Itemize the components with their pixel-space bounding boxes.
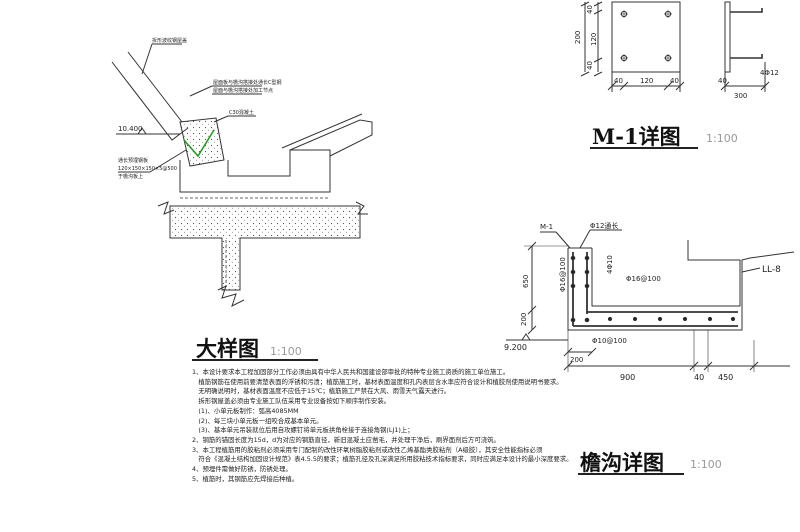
yangou-phi16-h-label: Φ16@100 (626, 275, 661, 283)
c30-text: C30混凝土 (229, 109, 254, 116)
yangou-dim-450: 450 (718, 373, 733, 382)
m1-side-plate (724, 1, 731, 73)
note-line: 5、植筋时，其钢筋应先焊接后种植。 (192, 474, 299, 483)
mid-callout-text-2: 屋面与檐沟搭接处加工节点 (213, 87, 273, 94)
note-line: (2)、每三块小单元板一组咬合成基本单元。 (192, 416, 323, 425)
yangou-dim-200h: 200 (570, 356, 583, 364)
break-line-right (355, 201, 368, 215)
m1-dim-bottom-40a: 40 (614, 77, 623, 85)
dayang-title: 大样图 (196, 336, 259, 361)
left-callout-text-1: 通长预埋钢板 (118, 157, 148, 164)
yangou-phi12-label: Φ12通长 (590, 221, 618, 230)
note-line: (3)、基本单元吊装就位后用自攻螺钉将单元板拱角栓接于连接角钢(LJ1)上； (192, 426, 414, 435)
left-callout-text-3: 于檐沟板上 (118, 173, 143, 180)
m1-detail (580, 1, 770, 92)
m1-title: M-1详图 (592, 124, 681, 149)
m1-dim-left-40b: 40 (586, 61, 594, 70)
m1-dim-right-300: 300 (734, 92, 747, 100)
note-line: 符合《混凝土结构加固设计规范》表4.5.5的要求；植筋孔径及孔深满足所用胶粘技术… (192, 455, 573, 464)
note-line: 4、预埋件需做好防锈，防锈处理。 (192, 465, 292, 474)
m1-dim-left-40a: 40 (586, 5, 594, 14)
m1-dim-right-40: 40 (718, 77, 727, 85)
m1-dim-4phi12: 4Φ12 (760, 69, 779, 77)
m1-scale: 1:100 (706, 132, 738, 145)
yangou-4phi10-label: 4Φ10 (606, 255, 614, 274)
mid-callout-text-1: 屋面板与檐沟搭接处通长C型钢 (213, 79, 282, 86)
m1-plate (611, 1, 681, 73)
yangou-phi16-v-label: Φ16@100 (559, 257, 567, 292)
leader-left (149, 149, 187, 173)
dayang-scale: 1:100 (270, 345, 302, 358)
gutter-inner (591, 240, 741, 307)
yangou-title: 檐沟详图 (580, 450, 664, 475)
leader-mid (189, 85, 213, 97)
yangou-elev-label: 9.200 (504, 343, 527, 352)
gutter-outline (567, 248, 795, 331)
m1-dim-200: 200 (574, 31, 582, 44)
note-line: 1、本设计要求本工程加固部分工作必须由具有中华人民共和国建设部审批的特种专业施工… (192, 368, 510, 376)
top-callout-text: 拆形波纹钢屋盖 (152, 37, 187, 44)
yangou-dim-650: 650 (522, 275, 530, 288)
note-line: 植筋钢筋在使用前要清楚表面的浮锈和污渍；植筋施工时，基材表面温度和孔内表层含水率… (192, 377, 563, 386)
c30-concrete-block (179, 117, 225, 167)
yangou-texts: M-1 Φ12通长 Φ16@100 4Φ10 Φ16@100 Φ10@100 L… (504, 221, 781, 382)
yangou-dim-200v: 200 (520, 313, 528, 326)
gutter-trough (179, 149, 331, 193)
m1-texts: 200 40 120 40 40 120 40 40 300 4Φ12 (574, 5, 779, 100)
elevation-text: 10.400 (118, 125, 143, 133)
yangou-dim-40: 40 (694, 373, 704, 382)
m1-anchor-bar-1 (730, 8, 763, 13)
yangou-dim-900: 900 (620, 373, 635, 382)
yangou-ll8-label: LL-8 (762, 265, 781, 275)
m1-anchor-bar-2 (730, 54, 763, 59)
note-line: 3、本工程植筋用的胶粘剂必须采用专门配制的改性环氧树脂胶粘剂或改性乙烯基酯类胶粘… (192, 445, 543, 454)
dayang-texts: 拆形波纹钢屋盖 屋面板与檐沟搭接处通长C型钢 屋面与檐沟搭接处加工节点 C30混… (118, 37, 282, 180)
weld-detail (183, 129, 215, 158)
leader-top (141, 43, 153, 75)
dayang-detail (111, 43, 373, 307)
yangou-scale: 1:100 (690, 458, 722, 471)
note-line: (1)、小单元板制作：弧高4085MM (192, 406, 299, 415)
note-line: 2、钢筋的锚固长度为15d，d为对应的钢筋直径，新旧混凝土应凿毛，并处理干净后，… (192, 435, 500, 444)
m1-dim-left-120: 120 (590, 33, 598, 46)
lower-beam (169, 205, 361, 291)
elevation-mark (137, 127, 147, 135)
yangou-detail (506, 229, 795, 372)
yangou-m1-label: M-1 (540, 223, 553, 231)
right-parapet (289, 119, 373, 157)
m1-dim-bottom-120: 120 (640, 77, 653, 85)
break-line-left (157, 201, 175, 215)
note-line: 拆形钢屋盖必须由专业施工队伍采用专业设备按如下顺序制作安装。 (192, 397, 391, 406)
m1-dim-bottom-40b: 40 (670, 77, 679, 85)
left-callout-text-2: 120×150×150×5@500 (118, 166, 177, 172)
break-line-bottom (217, 285, 245, 307)
leader-c30 (213, 115, 229, 123)
roof-plate-inner (127, 51, 183, 123)
parapet-line (281, 113, 363, 149)
note-line: 无明确说明时，基材表面温度不应低于15℃；植筋施工严禁在大风、雨雪天气露天进行。 (192, 387, 451, 396)
design-notes: 1、本设计要求本工程加固部分工作必须由具有中华人民共和国建设部审批的特种专业施工… (192, 368, 722, 484)
yangou-phi10-label: Φ10@100 (592, 337, 627, 345)
